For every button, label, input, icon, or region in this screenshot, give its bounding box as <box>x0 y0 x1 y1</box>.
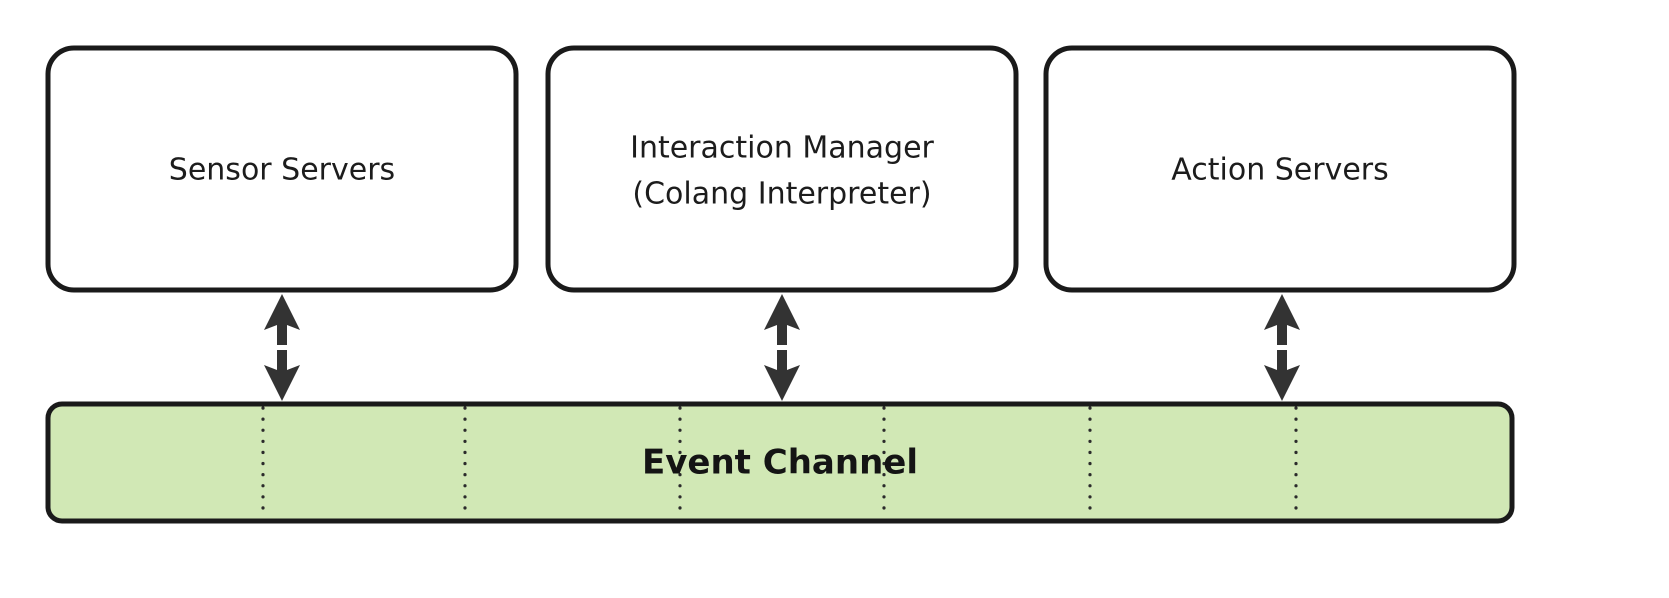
arrow-head-down-sensor <box>264 350 300 401</box>
node-sensor-servers-shape[interactable] <box>45 45 519 293</box>
node-interaction-manager[interactable]: Interaction Manager (Colang Interpreter) <box>545 45 1019 293</box>
node-sensor-servers[interactable]: Sensor Servers <box>45 45 519 293</box>
connector-sensor-servers-to-event-channel <box>264 294 300 401</box>
event-channel-shape[interactable] <box>45 401 1515 524</box>
node-sensor-servers-label: Sensor Servers <box>169 153 395 188</box>
connector-action-servers-to-event-channel <box>1264 294 1300 401</box>
event-channel-bar[interactable]: Event Channel <box>45 401 1515 524</box>
node-interaction-manager-shape[interactable] <box>545 45 1019 293</box>
arrow-head-down-interaction <box>764 350 800 401</box>
arrow-head-up-interaction <box>764 294 800 345</box>
connector-interaction-manager-to-event-channel <box>764 294 800 401</box>
node-action-servers[interactable]: Action Servers <box>1043 45 1517 293</box>
node-action-servers-shape[interactable] <box>1043 45 1517 293</box>
arrow-head-down-action <box>1264 350 1300 401</box>
arrow-head-up-action <box>1264 294 1300 345</box>
node-interaction-manager-label-line-2: (Colang Interpreter) <box>632 177 931 212</box>
node-interaction-manager-label-line-1: Interaction Manager <box>630 131 934 166</box>
arrow-head-up-sensor <box>264 294 300 345</box>
event-channel-label: Event Channel <box>642 443 918 483</box>
node-action-servers-label: Action Servers <box>1171 153 1389 188</box>
